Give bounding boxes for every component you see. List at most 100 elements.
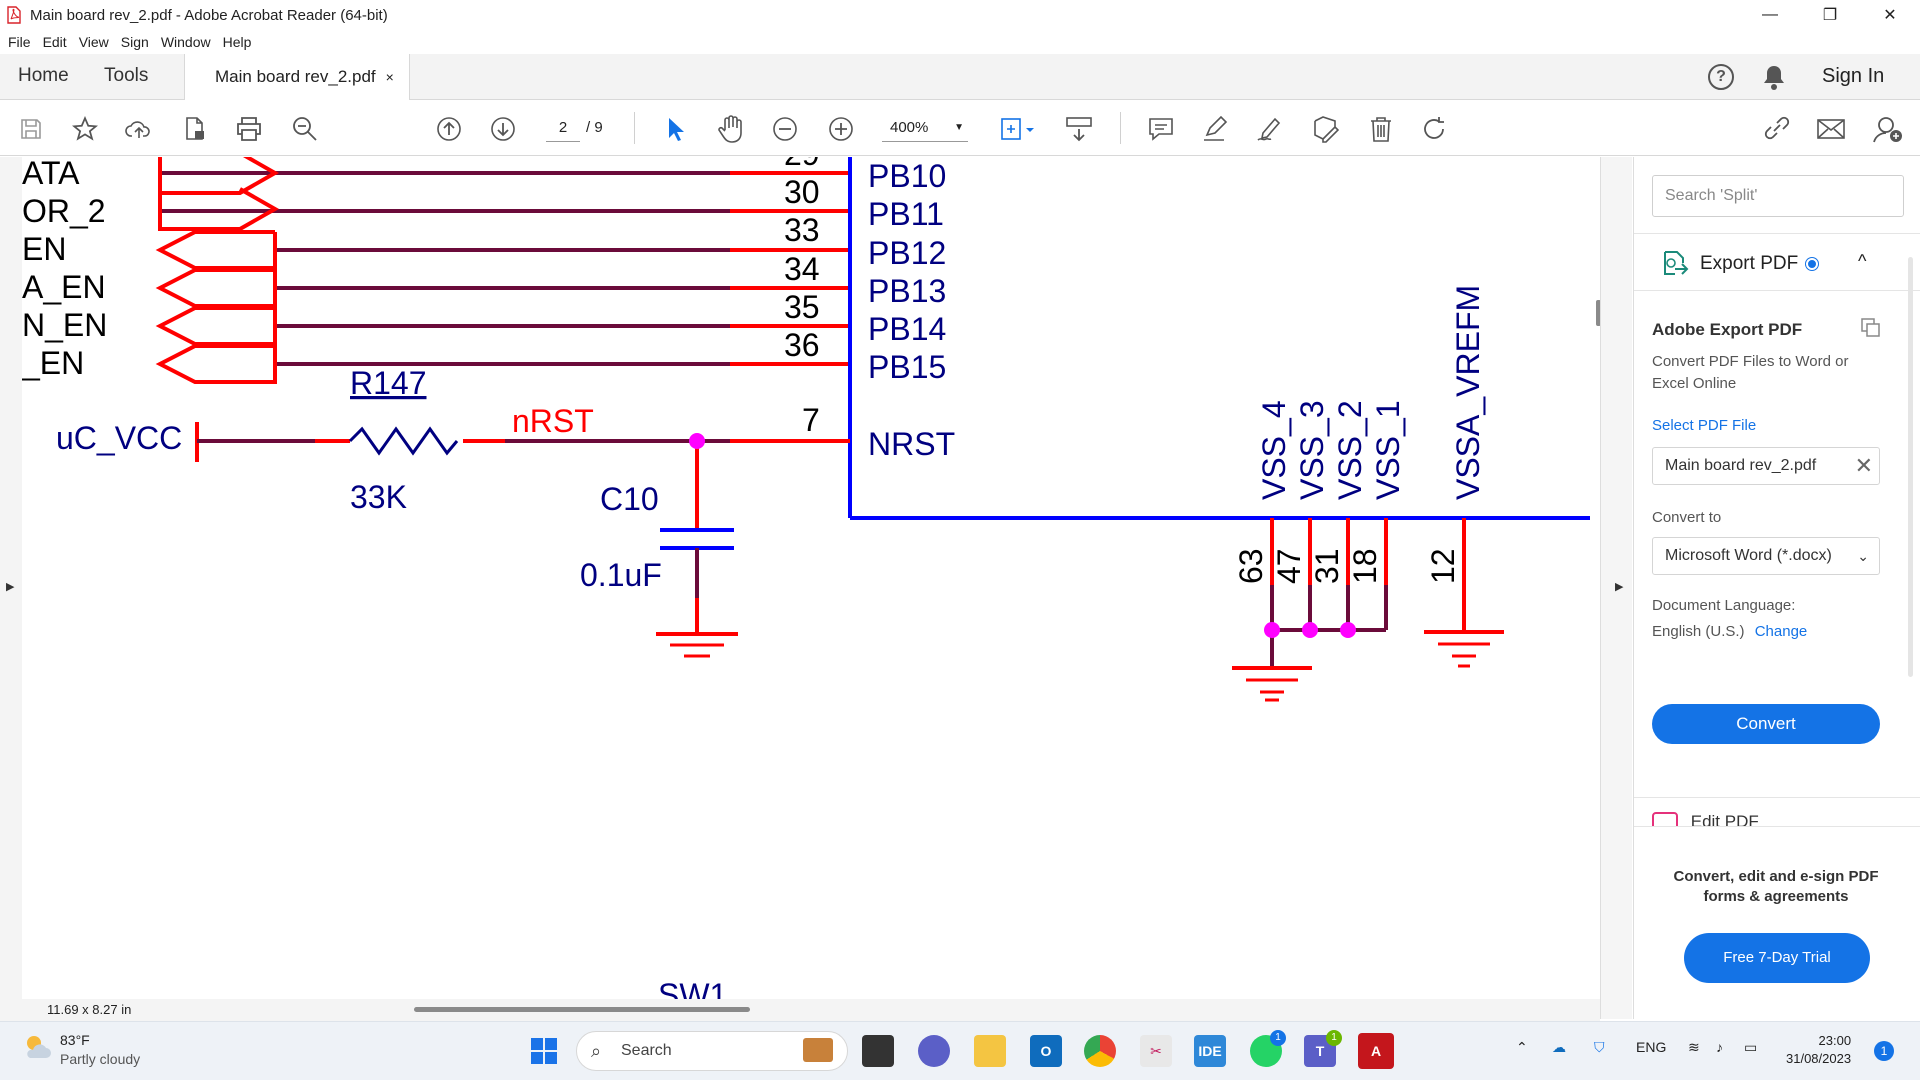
acrobat-icon [6,6,22,24]
clock-time: 23:00 [1786,1032,1851,1050]
convert-button[interactable]: Convert [1652,704,1880,744]
comment-icon[interactable] [1146,114,1176,144]
wifi-icon[interactable]: ≋ [1688,1039,1700,1056]
menu-view[interactable]: View [79,34,109,50]
pin-number: 35 [784,289,820,325]
share-link-icon[interactable] [1762,114,1792,144]
rotate-icon[interactable] [1420,114,1450,144]
zoom-in-icon[interactable] [826,114,856,144]
menu-edit[interactable]: Edit [43,34,67,50]
file-explorer-icon[interactable] [974,1035,1006,1067]
help-icon[interactable]: ? [1708,64,1734,90]
horizontal-scrollbar[interactable] [414,1007,750,1012]
minimize-button[interactable]: — [1740,0,1800,30]
document-canvas[interactable]: ▶ [0,157,1600,1019]
menu-help[interactable]: Help [223,34,252,50]
restore-button[interactable]: ❐ [1800,0,1860,30]
edit-pdf-icon[interactable] [1310,114,1340,144]
tab-document-label: Main board rev_2.pdf [215,67,376,87]
clear-file-icon[interactable]: ✕ [1855,448,1873,484]
pin-name: PB12 [868,235,946,271]
fill-sign-icon[interactable] [1254,114,1284,144]
battery-icon[interactable]: ▭ [1744,1039,1757,1056]
page-number-input[interactable]: 2 [546,114,580,142]
highlight-pen-icon[interactable] [1200,114,1230,144]
zoom-level-dropdown[interactable]: 400% ▼ [882,114,968,142]
pdf-page: ATA OR_2 EN A_EN N_EN _EN 29 30 33 34 35… [22,157,1590,1019]
fit-page-icon[interactable] [998,114,1038,144]
expand-left-panel-icon[interactable]: ▶ [6,580,14,593]
pin-name: PB11 [868,196,944,232]
tools-search-input[interactable]: Search 'Split' [1652,175,1904,217]
hand-tool-icon[interactable] [716,114,746,144]
toolbar: 2 / 9 400% ▼ [0,100,1920,156]
collapse-right-panel-icon[interactable]: ▶ [1615,580,1623,593]
system-clock[interactable]: 23:00 31/08/2023 [1786,1032,1851,1068]
input-language[interactable]: ENG [1636,1039,1666,1055]
add-user-icon[interactable] [1872,114,1902,144]
notification-badge[interactable]: 1 [1874,1041,1894,1061]
previous-page-icon[interactable] [434,114,464,144]
tab-tools[interactable]: Tools [104,65,148,87]
change-language-link[interactable]: Change [1755,623,1808,640]
task-view-icon[interactable] [862,1035,894,1067]
pin-number: 34 [784,251,820,287]
tab-home[interactable]: Home [18,65,69,87]
delete-trash-icon[interactable] [1366,114,1396,144]
chevron-down-icon: ▼ [954,114,964,142]
chrome-icon[interactable] [1084,1035,1116,1067]
find-text-icon[interactable] [290,114,320,144]
select-pdf-link[interactable]: Select PDF File [1652,417,1756,434]
export-pdf-header[interactable]: Export PDF [1660,249,1818,279]
chevron-up-tray-icon[interactable]: ⌃ [1516,1039,1528,1056]
bell-icon[interactable] [1762,63,1786,91]
tab-document[interactable]: Main board rev_2.pdf × [184,54,410,100]
outlook-icon[interactable]: O [1030,1035,1062,1067]
protect-file-icon[interactable] [180,114,210,144]
schematic-left-label: ATA [22,157,80,191]
tab-bar: Home Tools Main board rev_2.pdf × ? Sign… [0,54,1920,100]
vss-pin-number: 12 [1425,548,1461,584]
selected-file-name: Main board rev_2.pdf [1665,457,1816,474]
volume-icon[interactable]: ♪ [1716,1039,1723,1055]
pin-number: 33 [784,212,820,248]
security-shield-icon[interactable]: ⛉ [1594,1039,1605,1056]
schematic-drawing: ATA OR_2 EN A_EN N_EN _EN 29 30 33 34 35… [22,157,1590,1019]
power-label: uC_VCC [56,420,182,456]
acrobat-taskbar-icon[interactable]: A [1358,1033,1394,1069]
pin-name: PB10 [868,158,946,194]
zoom-out-icon[interactable] [770,114,800,144]
stm32-ide-icon[interactable]: IDE [1194,1035,1226,1067]
taskbar-search-input[interactable]: ⌕ Search [576,1031,848,1071]
upload-cloud-icon[interactable] [124,114,154,144]
scroll-mode-icon[interactable] [1064,114,1094,144]
menu-file[interactable]: File [8,34,31,50]
edit-pdf-tool-item[interactable]: Edit PDF [1652,812,1882,826]
save-icon[interactable] [16,114,46,144]
email-icon[interactable] [1816,114,1846,144]
section-description: Convert PDF Files to Word or Excel Onlin… [1652,351,1872,395]
menu-window[interactable]: Window [161,34,211,50]
pin-name: PB14 [868,311,946,347]
chevron-up-icon[interactable]: ^ [1858,251,1866,272]
snipping-tool-icon[interactable]: ✂ [1140,1035,1172,1067]
menu-sign[interactable]: Sign [121,34,149,50]
free-trial-button[interactable]: Free 7-Day Trial [1684,933,1870,983]
sign-in-link[interactable]: Sign In [1822,65,1884,88]
toolbar-divider [1120,112,1121,144]
windows-start-icon[interactable] [530,1037,558,1065]
select-cursor-icon[interactable] [660,114,690,144]
onedrive-icon[interactable]: ☁ [1552,1039,1566,1056]
selected-file-field[interactable]: Main board rev_2.pdf ✕ [1652,447,1880,485]
copy-icon[interactable] [1860,317,1882,339]
next-page-icon[interactable] [488,114,518,144]
print-icon[interactable] [234,114,264,144]
resistor-value: 33K [350,479,407,515]
convert-format-dropdown[interactable]: Microsoft Word (*.docx) ⌄ [1652,537,1880,575]
weather-widget[interactable]: 83°F Partly cloudy [22,1032,140,1067]
bookmark-star-icon[interactable] [70,114,100,144]
close-tab-icon[interactable]: × [386,69,394,85]
chat-icon[interactable] [918,1035,950,1067]
panel-scrollbar[interactable] [1908,257,1913,677]
close-window-button[interactable]: ✕ [1860,0,1920,30]
